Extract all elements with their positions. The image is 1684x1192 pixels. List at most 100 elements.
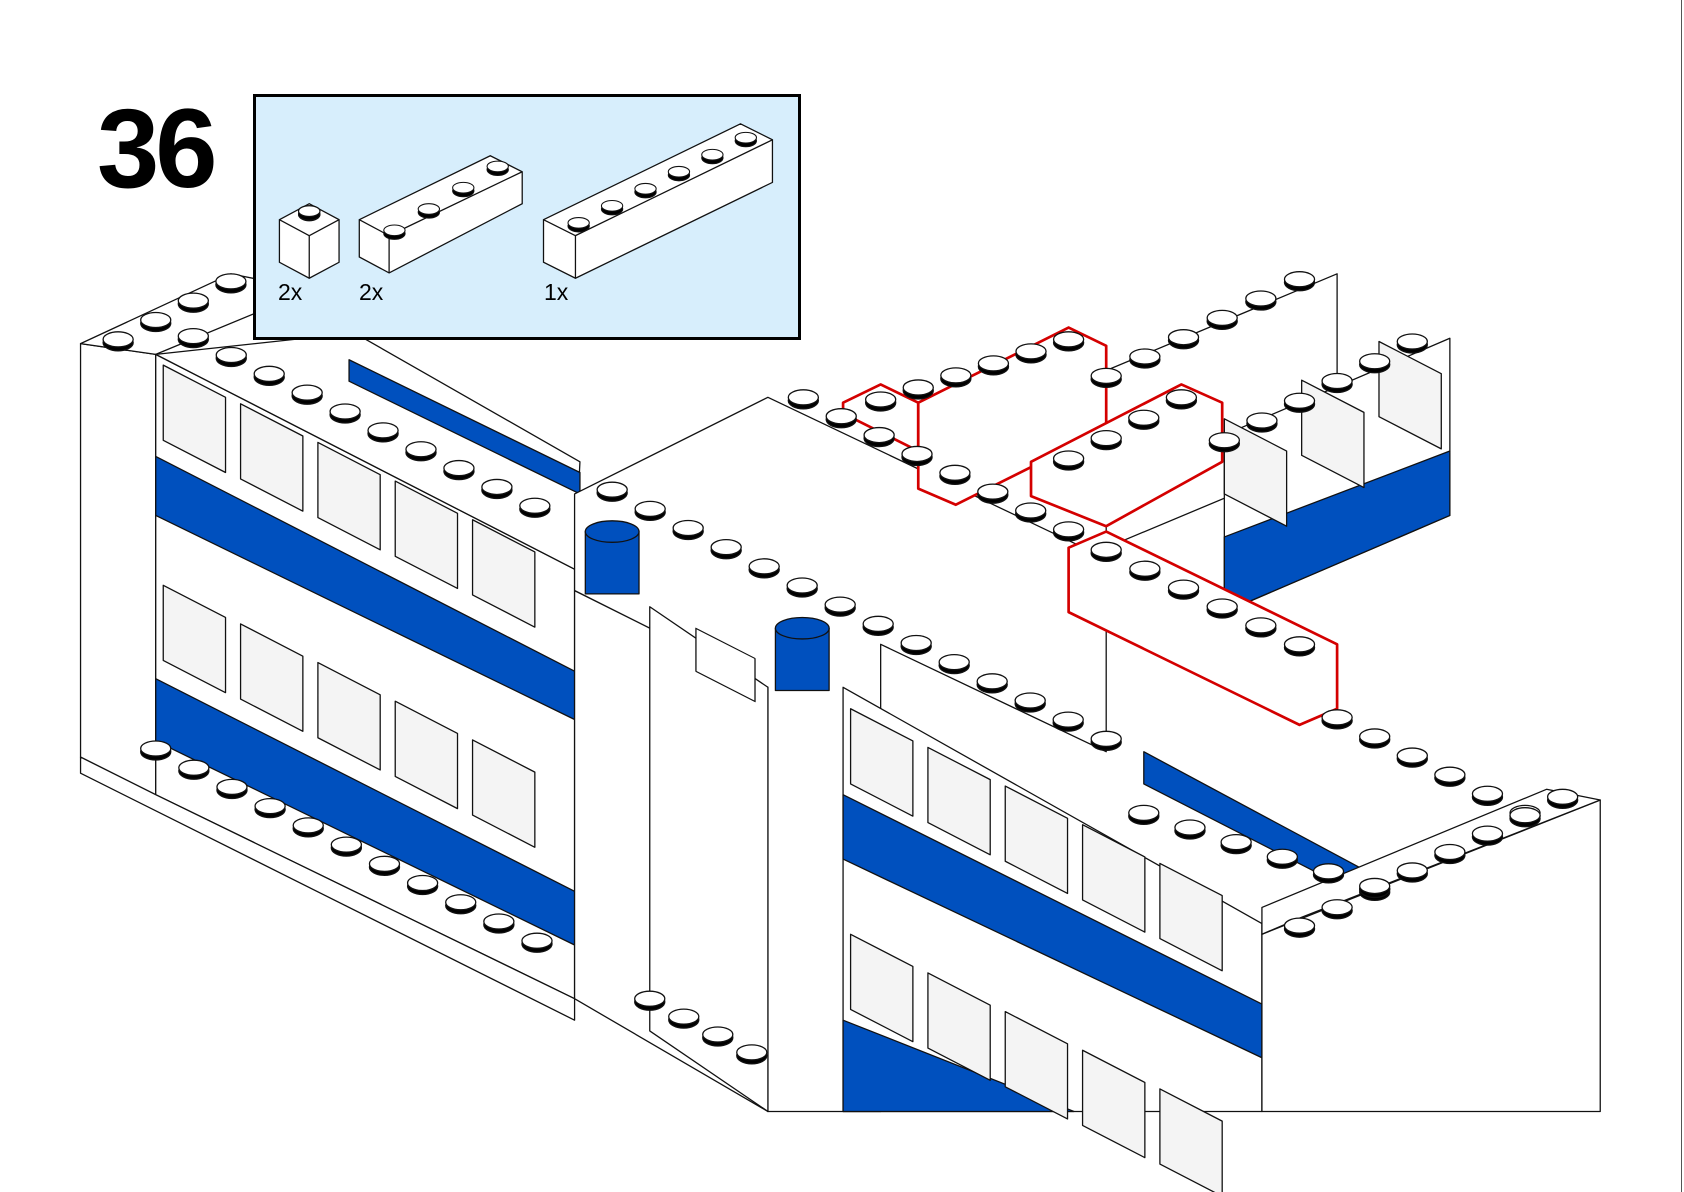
window: [1004, 1010, 1069, 1120]
window: [927, 972, 991, 1081]
window: [1223, 418, 1288, 527]
stud-top: [519, 497, 551, 514]
window: [927, 746, 991, 856]
stud-top: [1015, 343, 1047, 360]
window: [1004, 785, 1069, 895]
stud-top: [1359, 353, 1391, 370]
stud-top: [701, 148, 724, 161]
stud-top: [1471, 825, 1504, 842]
stud-top: [445, 894, 477, 911]
stud-top: [178, 759, 210, 776]
stud-top: [1208, 432, 1241, 449]
stud-top: [1359, 877, 1391, 895]
stud-top: [1246, 412, 1278, 429]
stud-top: [1321, 899, 1353, 916]
parts-illustration: [278, 123, 774, 279]
stud-top: [825, 408, 857, 425]
stud-top: [1396, 747, 1428, 764]
stud-top: [1546, 788, 1579, 805]
stud-top: [1220, 833, 1252, 851]
window: [471, 519, 536, 628]
stud-top: [443, 459, 475, 477]
stud-top: [667, 165, 691, 178]
step-number: 36: [97, 86, 218, 211]
stud-top: [1471, 785, 1504, 802]
stud-top: [900, 634, 932, 652]
windows: [162, 340, 1442, 1192]
part-qty-1x1: 2x: [278, 279, 303, 305]
stud-top: [1266, 848, 1299, 865]
stud-top: [1283, 917, 1316, 934]
stud-top: [1090, 367, 1122, 385]
stud-top: [902, 379, 934, 396]
new-bricks-highlight: [841, 326, 1339, 727]
stud-top: [702, 1026, 734, 1043]
stud-top: [864, 391, 897, 408]
part-qty-1x6: 1x: [544, 279, 569, 305]
stud-top: [1052, 331, 1085, 348]
stud-top: [486, 160, 509, 173]
window: [317, 441, 381, 551]
center-tower: [573, 396, 1107, 1113]
stud-top: [634, 182, 657, 195]
stud-top: [1014, 692, 1046, 709]
stud-top: [748, 558, 780, 575]
stud-top: [1283, 636, 1316, 653]
stud-top: [939, 464, 971, 481]
stud-top: [1434, 766, 1466, 783]
brick-1x6-icon: [542, 123, 774, 279]
stud-top: [405, 441, 437, 458]
stud-top: [940, 367, 972, 384]
stud-top: [1167, 329, 1200, 346]
stud-top: [1321, 709, 1353, 726]
stud-top: [298, 205, 321, 217]
stud-top: [481, 478, 513, 496]
stud-top: [215, 273, 247, 290]
stud-top: [1052, 521, 1085, 538]
stud-top: [1206, 598, 1238, 615]
stud-top: [483, 913, 515, 930]
stud-top: [977, 355, 1010, 372]
window: [1159, 1088, 1223, 1192]
window: [394, 480, 459, 590]
window: [1159, 862, 1223, 972]
window: [239, 623, 304, 732]
window: [1081, 824, 1146, 933]
stud-top: [1128, 409, 1160, 426]
stud-top: [417, 203, 441, 215]
stud-top: [1321, 372, 1353, 390]
stud-top: [1396, 862, 1428, 879]
stud-top: [216, 778, 248, 796]
stud-top: [976, 673, 1008, 690]
stud-top: [1312, 863, 1345, 880]
stud-top: [254, 797, 286, 815]
brick-1x4-icon: [358, 155, 523, 274]
page-edge: [1681, 0, 1682, 1192]
stud-top: [1396, 333, 1428, 350]
stud-top: [600, 199, 624, 212]
stud-top: [329, 403, 361, 420]
stud-top: [734, 131, 758, 144]
stud-top: [1052, 450, 1085, 467]
stud-top: [1245, 617, 1277, 634]
stud-top: [634, 500, 666, 518]
window: [394, 700, 459, 810]
stud-top: [177, 327, 209, 345]
stud-top: [977, 483, 1009, 500]
stud-top: [291, 384, 323, 401]
stud-top: [668, 1008, 700, 1025]
stud-top: [1052, 711, 1084, 728]
stud-top: [367, 422, 399, 439]
parts-list-callout: 2x 2x 1x: [253, 94, 801, 340]
right-end-block: [1261, 788, 1601, 1113]
left-wing-wall: [79, 332, 581, 1021]
stud-top: [1206, 309, 1238, 327]
stud-top: [1245, 290, 1277, 307]
window: [849, 708, 914, 817]
window: [317, 661, 381, 771]
stud-top: [567, 217, 590, 229]
stud-top: [452, 181, 475, 194]
stud-top: [1090, 429, 1122, 447]
window: [849, 933, 914, 1043]
